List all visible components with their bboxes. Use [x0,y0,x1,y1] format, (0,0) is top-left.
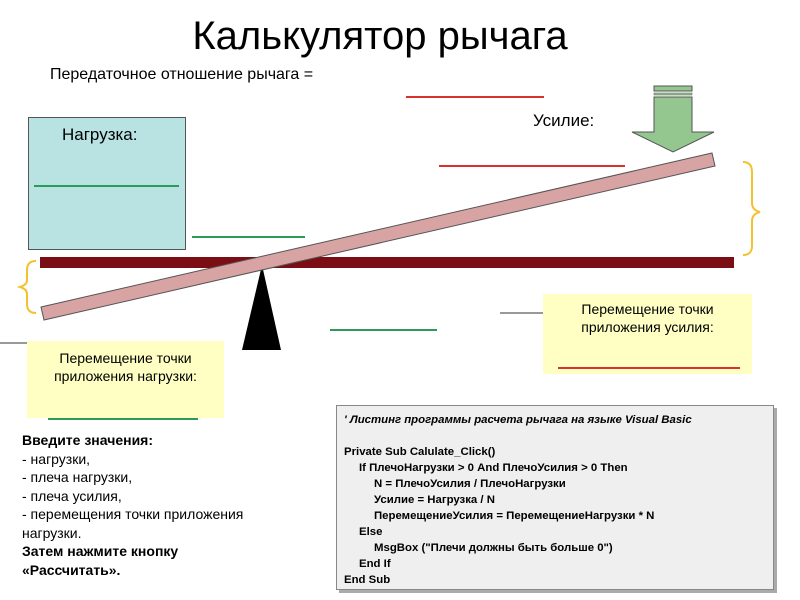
code-line: N = ПлечоУсилия / ПлечоНагрузки [374,478,566,490]
fulcrum [242,265,281,350]
effort-label: Усилие: [533,111,595,130]
effort-move-label-line: Перемещение точки [581,301,714,317]
load-move-label-line: приложения нагрузки: [54,368,197,384]
effort-move-label-line: приложения усилия: [581,319,714,335]
load-move-input-field[interactable] [48,418,198,420]
page-title: Калькулятор рычага [192,14,568,58]
load-move-label: Перемещение точки приложения нагрузки: [27,349,224,385]
effort-result-field[interactable] [439,165,625,167]
code-line: ПеремещениеУсилия = ПеремещениеНагрузки … [374,510,655,522]
load-arm-input-field[interactable] [192,236,305,238]
effort-move-label: Перемещение точки приложения усилия: [543,300,752,336]
base-beam [40,257,734,268]
instruction-item: нагрузки. [22,524,82,541]
ratio-result-field[interactable] [406,96,544,98]
code-line: End Sub [344,574,391,586]
code-line: ' Листинг программы расчета рычага на яз… [344,414,692,426]
load-label: Нагрузка: [62,125,138,144]
instruction-item: - плеча нагрузки, [22,469,133,485]
instructions-footer: «Рассчитать». [22,561,121,578]
load-move-bracket-icon [16,260,37,314]
effort-move-box [543,294,752,374]
instructions-footer: Затем нажмите кнопку [22,543,179,559]
code-line: MsgBox ("Плечи должны быть больше 0") [374,542,613,554]
code-line: Усилие = Нагрузка / N [374,494,495,506]
instructions-heading: Введите значения: [22,432,154,448]
code-line: Else [359,526,383,538]
instruction-item: - перемещения точки приложения [22,506,244,522]
lever-bar [40,152,716,321]
load-move-box [27,341,224,418]
code-line: End If [359,558,391,570]
code-line: Private Sub Calulate_Click() [344,446,496,458]
effort-arm-input-field[interactable] [330,329,437,331]
effort-move-bracket-icon [742,161,761,256]
code-line: If ПлечоНагрузки > 0 And ПлечоУсилия > 0… [359,462,628,474]
load-input-field[interactable] [34,185,179,187]
code-line [344,428,692,444]
load-box [28,117,186,250]
effort-move-result-field[interactable] [558,367,740,369]
ratio-label: Передаточное отношение рычага = [50,66,314,83]
effort-arrow-icon [631,85,715,153]
instruction-item: - плеча усилия, [22,487,122,504]
instructions: Введите значения: - нагрузки, - плеча на… [22,431,322,579]
code-listing: ' Листинг программы расчета рычага на яз… [344,412,692,588]
code-listing-box [336,405,774,590]
load-move-label-line: Перемещение точки [59,350,192,366]
instruction-item: - нагрузки, [22,450,91,467]
